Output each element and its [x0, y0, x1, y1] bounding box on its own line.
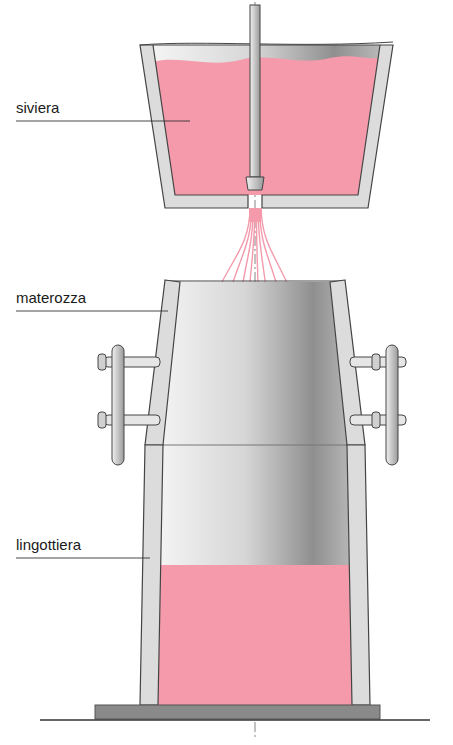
- clamp-knob: [372, 412, 380, 428]
- stream-line: [261, 208, 288, 285]
- ground-line: [40, 719, 430, 721]
- base-plate: [95, 705, 380, 719]
- leader-line: [16, 311, 168, 312]
- nozzle-stream: [249, 208, 261, 222]
- mold-interior: [158, 282, 352, 705]
- part-label: lingottiera: [16, 537, 81, 554]
- pouring-stream: [222, 208, 288, 288]
- ladle-molten-metal: [152, 56, 378, 195]
- stopper-head: [246, 177, 264, 190]
- part-label: materozza: [16, 290, 86, 307]
- stream-line: [232, 208, 252, 285]
- clamp-knob: [98, 412, 106, 428]
- mold-clamp: [98, 345, 160, 465]
- ladle-rim: [140, 42, 393, 45]
- hot-top-rim: [165, 280, 345, 281]
- part-label: siviera: [16, 100, 59, 117]
- ladle-wall: [140, 45, 393, 208]
- clamp-knob: [98, 354, 106, 370]
- ladle-interior: [153, 45, 380, 195]
- clamp-bar: [112, 345, 124, 465]
- mold-right-wall: [347, 445, 370, 705]
- stopper-rod: [250, 5, 260, 177]
- clamp-bar: [386, 345, 398, 465]
- leader-line: [16, 558, 150, 559]
- mold-molten-metal: [158, 565, 352, 705]
- leader-lines: [16, 121, 190, 558]
- leader-line: [16, 121, 190, 122]
- mold-clamp: [350, 345, 406, 465]
- joint-line: [163, 445, 347, 446]
- mold-left-wall: [140, 445, 163, 705]
- clamp-knob: [372, 354, 380, 370]
